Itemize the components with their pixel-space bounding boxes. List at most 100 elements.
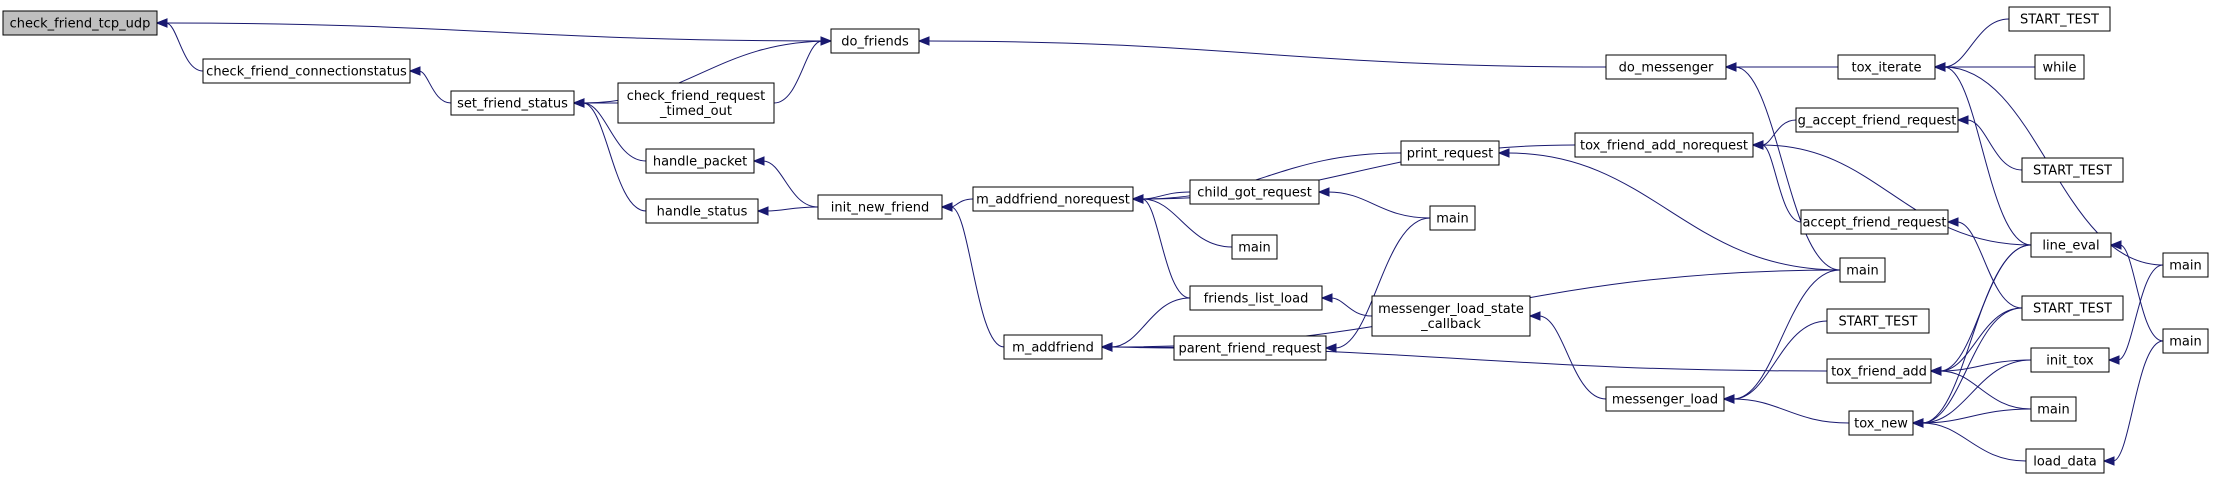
- graph-node[interactable]: main: [2162, 252, 2209, 278]
- graph-node[interactable]: START_TEST: [2021, 295, 2124, 321]
- node-label: START_TEST: [2020, 13, 2099, 28]
- graph-node[interactable]: m_addfriend: [1003, 334, 1103, 360]
- graph-node[interactable]: tox_new: [1848, 410, 1914, 436]
- graph-edge: [1724, 62, 1841, 271]
- graph-node[interactable]: main: [2162, 328, 2209, 354]
- edge-arrowhead: [2109, 240, 2122, 250]
- graph-node[interactable]: handle_status: [645, 198, 759, 224]
- edge-line: [2112, 340, 2164, 462]
- node-label: child_got_request: [1197, 186, 1312, 201]
- edge-arrowhead: [1100, 342, 1113, 352]
- edge-line: [1921, 359, 2032, 424]
- node-box: [972, 186, 1134, 212]
- graph-node[interactable]: while: [2034, 54, 2085, 80]
- node-label: _timed_out: [659, 104, 732, 119]
- graph-node[interactable]: check_friend_connectionstatus: [202, 58, 411, 84]
- graph-node[interactable]: set_friend_status: [450, 90, 575, 116]
- node-label: handle_packet: [653, 155, 747, 170]
- node-box: [2021, 157, 2124, 183]
- graph-edge: [2107, 264, 2164, 365]
- edge-line: [165, 22, 832, 42]
- edge-arrowhead: [1911, 418, 1924, 428]
- edge-line: [582, 102, 647, 212]
- graph-node[interactable]: main: [1231, 234, 1278, 260]
- edge-arrowhead: [756, 206, 769, 216]
- graph-node[interactable]: tox_friend_add: [1826, 358, 1932, 384]
- graph-node[interactable]: START_TEST: [2008, 6, 2111, 32]
- graph-node[interactable]: check_friend_request_timed_out: [617, 82, 775, 124]
- node-label: friends_list_load: [1204, 292, 1309, 307]
- graph-node[interactable]: g_accept_friend_request: [1795, 107, 1959, 133]
- graph-node[interactable]: child_got_request: [1189, 179, 1320, 205]
- graph-edge: [752, 156, 819, 208]
- node-box: [2, 10, 158, 36]
- edge-arrowhead: [1933, 62, 1946, 72]
- graph-edge: [408, 66, 452, 104]
- node-box: [1837, 54, 1936, 80]
- node-box: [1371, 295, 1531, 337]
- graph-node[interactable]: accept_friend_request: [1800, 209, 1949, 235]
- graph-edge: [1320, 293, 1373, 317]
- graph-node[interactable]: print_request: [1400, 140, 1500, 166]
- graph-node[interactable]: messenger_load_state_callback: [1371, 295, 1531, 337]
- node-label: tox_iterate: [1852, 61, 1922, 76]
- graph-node[interactable]: main: [1839, 257, 1886, 283]
- graph-edge: [155, 18, 204, 72]
- edge-arrowhead: [820, 36, 833, 46]
- node-box: [1574, 132, 1754, 158]
- graph-edge: [1751, 140, 2032, 246]
- graph-node[interactable]: do_friends: [830, 28, 920, 54]
- graph-edge: [1929, 307, 2023, 376]
- graph-node[interactable]: init_tox: [2030, 347, 2110, 373]
- graph-node[interactable]: check_friend_tcp_udp: [2, 10, 158, 36]
- graph-edge: [1933, 62, 2032, 246]
- graph-edge: [1933, 18, 2010, 72]
- edge-line: [1110, 297, 1191, 348]
- graph-node[interactable]: init_new_friend: [817, 194, 943, 220]
- node-box: [2025, 448, 2105, 474]
- node-box: [2008, 6, 2111, 32]
- nodes-layer: check_friend_tcp_udp check_friend_connect…: [2, 6, 2209, 474]
- graph-node[interactable]: tox_iterate: [1837, 54, 1936, 80]
- node-box: [1429, 205, 1476, 231]
- node-label: _callback: [1420, 317, 1481, 332]
- graph-edge: [1911, 408, 2032, 428]
- edge-line: [1943, 18, 2010, 68]
- graph-node[interactable]: tox_friend_add_norequest: [1574, 132, 1754, 158]
- graph-node[interactable]: parent_friend_request: [1173, 335, 1327, 361]
- graph-node[interactable]: messenger_load: [1605, 386, 1725, 412]
- edge-line: [582, 102, 647, 162]
- graph-node[interactable]: START_TEST: [1826, 308, 1930, 334]
- graph-edge: [1929, 366, 2032, 410]
- graph-node[interactable]: load_data: [2025, 448, 2105, 474]
- node-box: [2162, 328, 2209, 354]
- edge-line: [165, 22, 204, 72]
- edge-arrowhead: [2102, 456, 2115, 466]
- edge-line: [1327, 191, 1431, 219]
- graph-node[interactable]: START_TEST: [2021, 157, 2124, 183]
- edge-line: [927, 40, 1607, 68]
- node-label: m_addfriend_norequest: [976, 193, 1130, 208]
- node-box: [450, 90, 575, 116]
- graph-node[interactable]: friends_list_load: [1189, 285, 1323, 311]
- edge-arrowhead: [1131, 194, 1144, 204]
- edge-line: [1943, 66, 2032, 246]
- edge-line: [1734, 66, 1841, 271]
- edge-line: [418, 70, 452, 104]
- edge-line: [1732, 320, 1828, 400]
- graph-edge: [773, 36, 833, 104]
- graph-node[interactable]: main: [2030, 396, 2077, 422]
- graph-node[interactable]: main: [1429, 205, 1476, 231]
- node-label: messenger_load: [1612, 393, 1718, 408]
- graph-edge: [1528, 311, 1607, 400]
- node-label: main: [2037, 403, 2069, 418]
- edge-line: [1507, 152, 1841, 271]
- edge-line: [1141, 152, 1402, 200]
- edge-arrowhead: [1320, 293, 1333, 303]
- edge-line: [1732, 269, 1841, 400]
- graph-node[interactable]: m_addfriend_norequest: [972, 186, 1134, 212]
- edge-line: [766, 206, 819, 212]
- graph-node[interactable]: line_eval: [2030, 232, 2112, 258]
- graph-node[interactable]: handle_packet: [645, 148, 755, 174]
- graph-node[interactable]: do_messenger: [1605, 54, 1727, 80]
